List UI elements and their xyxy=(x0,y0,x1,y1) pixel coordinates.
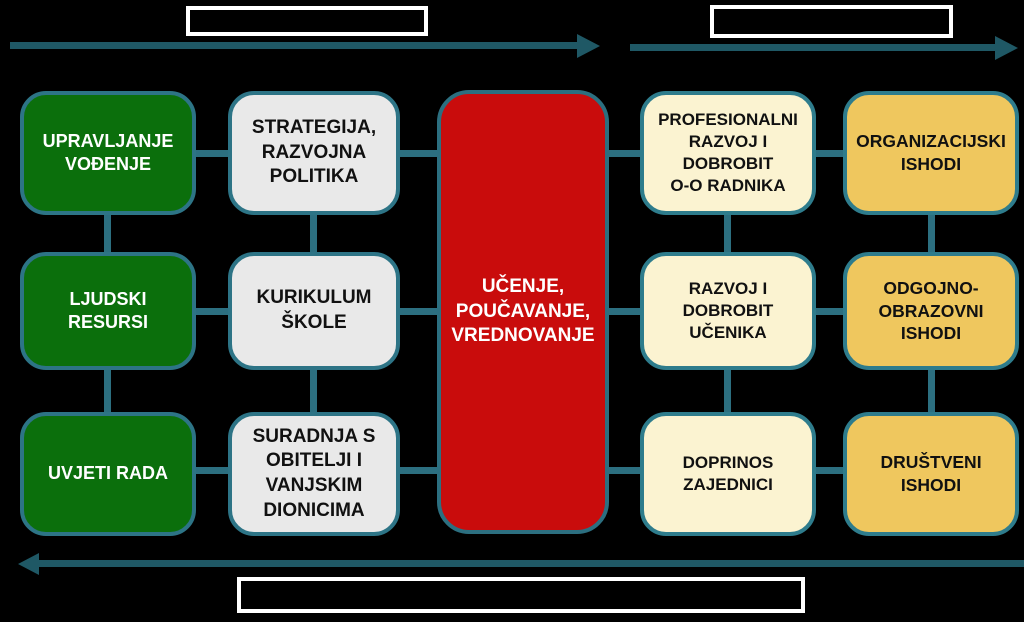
box-suradnja-s-obitelji: SURADNJA S OBITELJI I VANJSKIM DIONICIMA xyxy=(228,412,400,536)
box-doprinos-zajednici: DOPRINOS ZAJEDNICI xyxy=(640,412,816,536)
bottom-arrow-shaft xyxy=(38,560,1024,567)
bottom-title-box xyxy=(237,577,805,613)
box-upravljanje-vodenje-label: UPRAVLJANJE VOĐENJE xyxy=(42,130,174,174)
box-ucenje-label: UČENJE, POUČAVANJE, VREDNOVANJE xyxy=(451,275,595,347)
box-suradnja-label: SURADNJA S OBITELJI I VANJSKIM DIONICIMA xyxy=(252,425,376,521)
top-right-arrow-shaft xyxy=(630,44,996,51)
box-uvjeti-rada: UVJETI RADA xyxy=(20,412,196,536)
box-kurikulum-skole: KURIKULUM ŠKOLE xyxy=(228,252,400,370)
box-razvoj-ucenika-label: RAZVOJ I DOBROBIT UČENIKA xyxy=(682,278,774,343)
box-razvoj-dobrobit-ucenika: RAZVOJ I DOBROBIT UČENIKA xyxy=(640,252,816,370)
box-odgojno-obrazovni-ishodi: ODGOJNO- OBRAZOVNI ISHODI xyxy=(843,252,1019,370)
box-organizacijski-ishodi: ORGANIZACIJSKI ISHODI xyxy=(843,91,1019,215)
box-profesionalni-label: PROFESIONALNI RAZVOJ I DOBROBIT O-O RADN… xyxy=(658,109,798,196)
box-kurikulum-label: KURIKULUM ŠKOLE xyxy=(256,287,372,333)
box-doprinos-label: DOPRINOS ZAJEDNICI xyxy=(682,452,774,494)
box-strategija-label: STRATEGIJA, RAZVOJNA POLITIKA xyxy=(251,116,377,188)
box-organizacijski-label: ORGANIZACIJSKI ISHODI xyxy=(856,131,1006,174)
box-ljudski-resursi: LJUDSKI RESURSI xyxy=(20,252,196,370)
box-ljudski-resursi-label: LJUDSKI RESURSI xyxy=(67,288,148,332)
box-drustveni-label: DRUŠTVENI ISHODI xyxy=(880,452,982,495)
top-right-title-box xyxy=(710,5,953,38)
box-ucenje-poucavanje-vrednovanje: UČENJE, POUČAVANJE, VREDNOVANJE xyxy=(437,90,609,534)
top-left-arrow-head-icon xyxy=(577,34,600,58)
box-drustveni-ishodi: DRUŠTVENI ISHODI xyxy=(843,412,1019,536)
bottom-arrow-head-icon xyxy=(18,553,39,575)
box-strategija-razvojna-politika: STRATEGIJA, RAZVOJNA POLITIKA xyxy=(228,91,400,215)
box-upravljanje-vodenje: UPRAVLJANJE VOĐENJE xyxy=(20,91,196,215)
box-odgojno-label: ODGOJNO- OBRAZOVNI ISHODI xyxy=(878,277,984,344)
top-left-title-box xyxy=(186,6,428,36)
box-profesionalni-razvoj: PROFESIONALNI RAZVOJ I DOBROBIT O-O RADN… xyxy=(640,91,816,215)
top-left-arrow-shaft xyxy=(10,42,578,49)
box-uvjeti-rada-label: UVJETI RADA xyxy=(47,463,168,484)
top-right-arrow-head-icon xyxy=(995,36,1018,60)
